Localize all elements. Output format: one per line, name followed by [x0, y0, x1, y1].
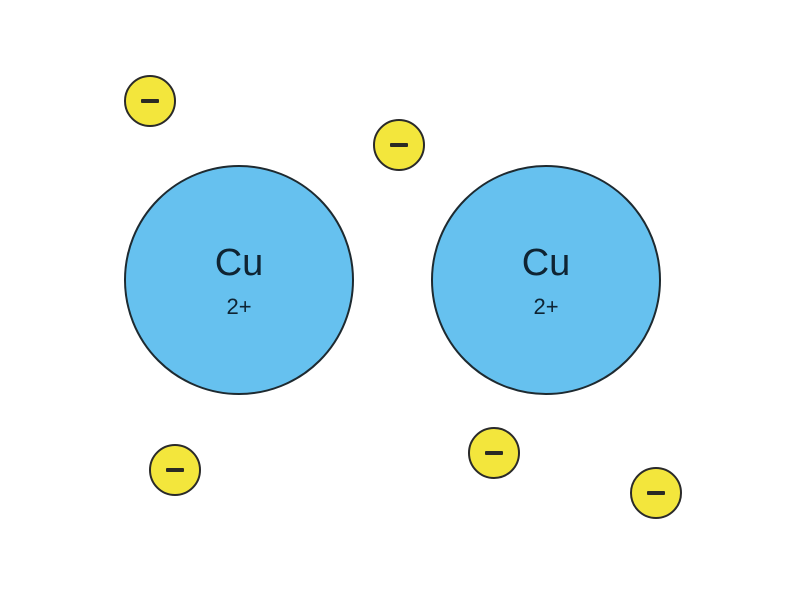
minus-icon: [141, 99, 159, 103]
minus-icon: [390, 143, 408, 147]
electron: [373, 119, 425, 171]
ion-symbol: Cu: [214, 242, 264, 284]
copper-ion-right: Cu 2+: [431, 165, 661, 395]
ion-charge: 2+: [226, 294, 252, 319]
minus-icon: [166, 468, 184, 472]
minus-icon: [647, 491, 665, 495]
electron: [630, 467, 682, 519]
electron: [124, 75, 176, 127]
copper-ion-left: Cu 2+: [124, 165, 354, 395]
ion-symbol: Cu: [521, 242, 571, 284]
minus-icon: [485, 451, 503, 455]
ion-charge: 2+: [533, 294, 559, 319]
electron: [149, 444, 201, 496]
electron: [468, 427, 520, 479]
